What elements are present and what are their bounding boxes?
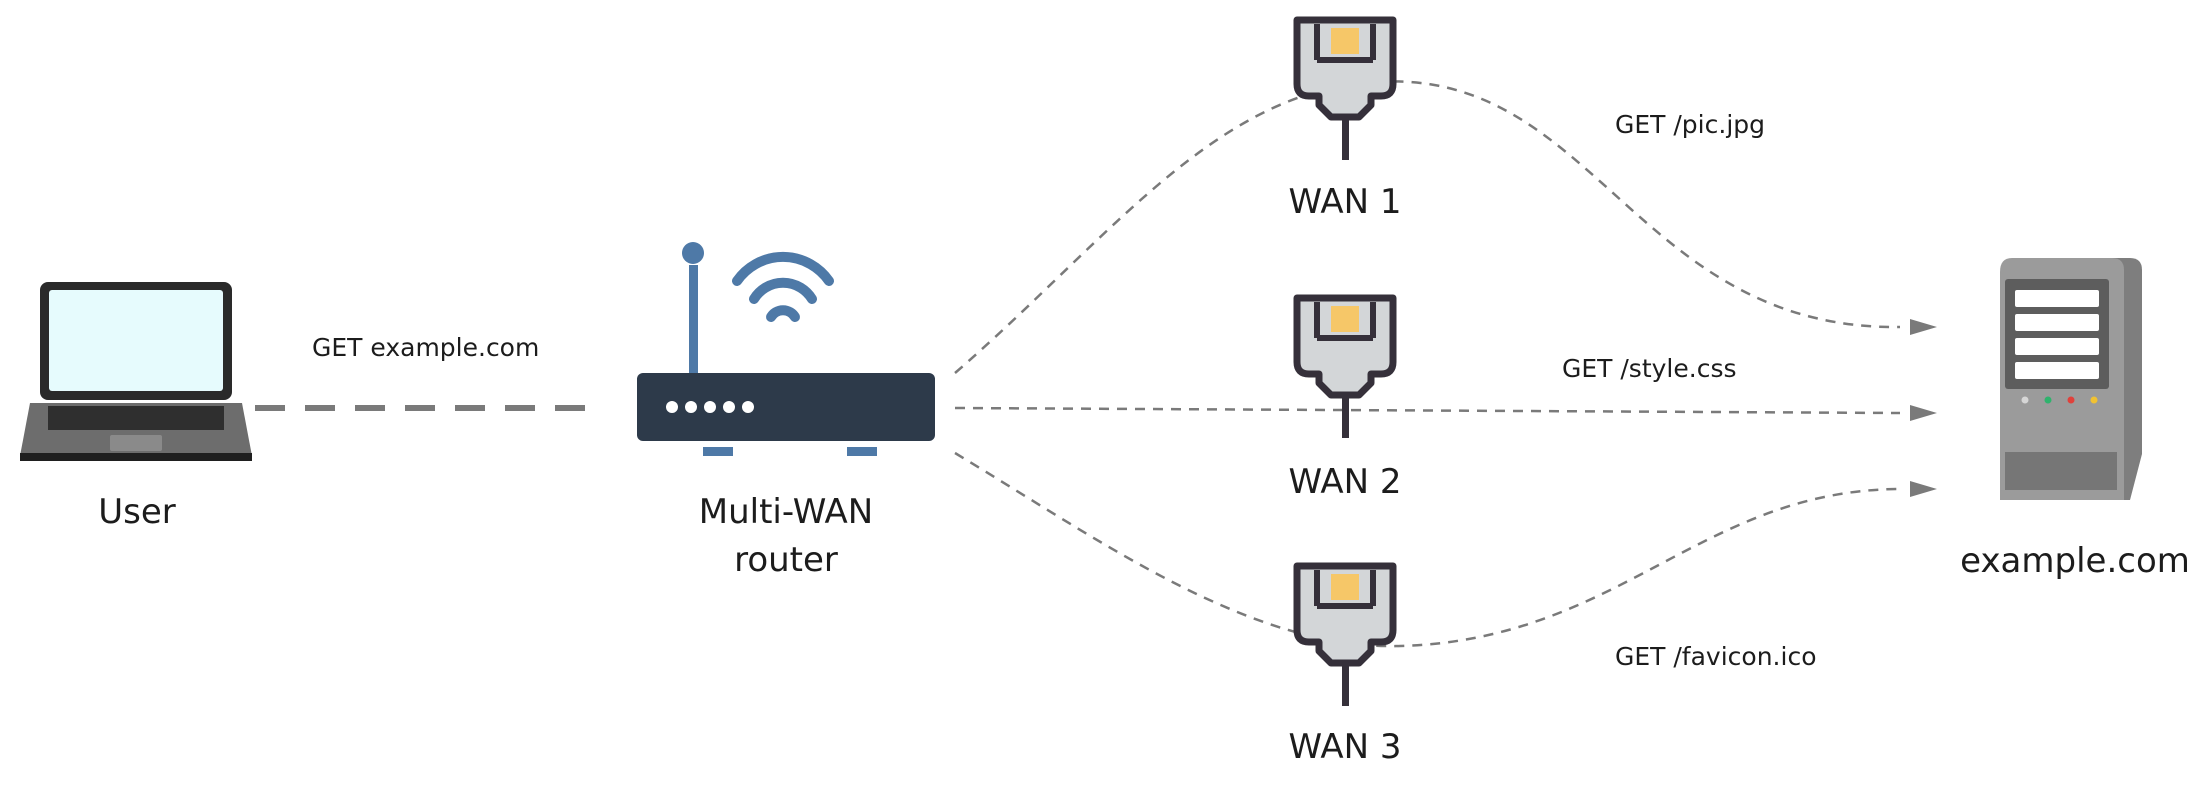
arrowhead-wan2 [1910,405,1937,421]
wan2-label: WAN 2 [1288,462,1402,502]
arrowhead-wan1 [1910,319,1937,335]
arrowhead-wan3 [1910,481,1937,497]
link-router-wan2-server [954,406,1901,415]
server-label: example.com [1960,541,2190,581]
edge-label-wan1: GET /pic.jpg [1615,110,1765,139]
edge-label-wan3: GET /favicon.ico [1615,642,1817,671]
router-label-line1: Multi-WAN [698,492,874,532]
wifi-router-icon [637,242,935,456]
laptop-icon [20,282,252,461]
ethernet-connector-icon [1293,562,1397,706]
ethernet-connector-icon [1293,16,1397,160]
link-router-wan1-server [954,80,1901,374]
user-label: User [98,492,176,532]
wan3-label: WAN 3 [1288,727,1402,767]
ethernet-connector-icon [1293,294,1397,438]
router-label-line2: router [734,540,838,580]
edge-label-wan2: GET /style.css [1562,354,1737,383]
edge-label-user-router: GET example.com [312,333,540,362]
router-label: Multi-WAN router [699,488,873,584]
wan1-label: WAN 1 [1288,182,1402,222]
server-icon [2000,258,2142,500]
link-router-wan3-server [954,451,1901,648]
